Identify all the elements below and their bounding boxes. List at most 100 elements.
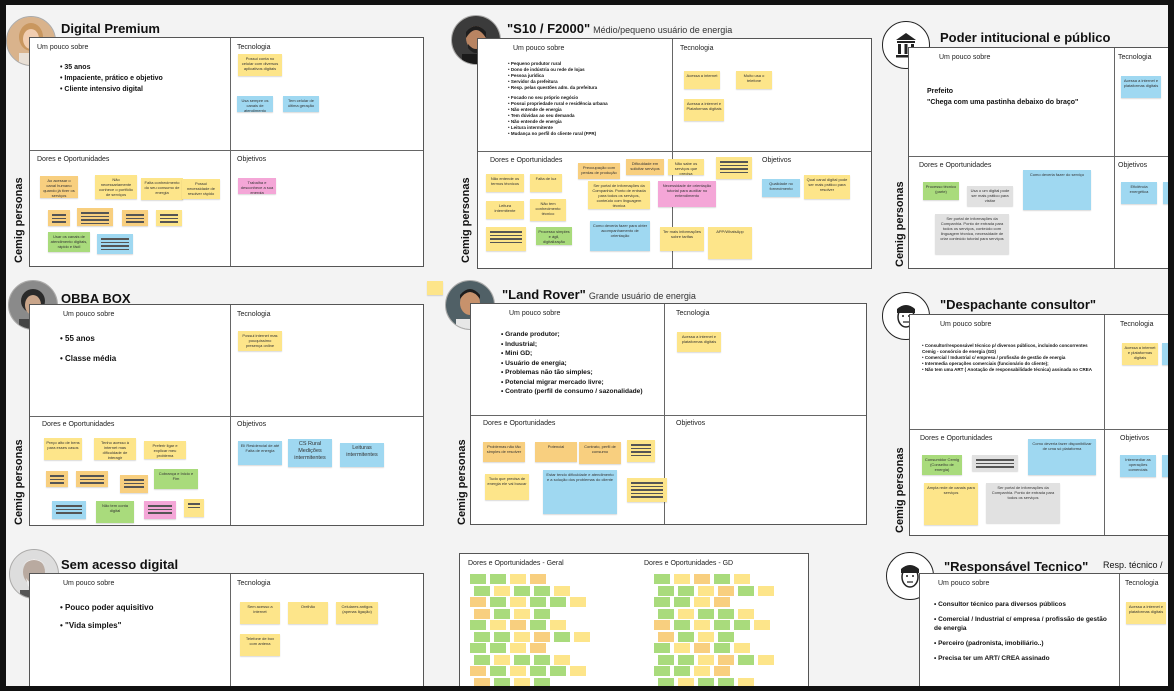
mini-sticky-note[interactable] xyxy=(530,574,546,584)
sticky-note[interactable]: Tenho acesso à internet mas dificuldade … xyxy=(94,438,136,460)
mini-sticky-note[interactable] xyxy=(658,654,674,665)
sticky-note[interactable]: Trabalha e desconhece a sua energia xyxy=(238,178,276,194)
sticky-note[interactable] xyxy=(48,210,70,226)
mini-sticky-note[interactable] xyxy=(694,620,710,630)
sticky-note[interactable]: Estar tendo dificuldade e atendimento e … xyxy=(543,470,617,514)
sticky-note[interactable]: Falta conhecimento do seu consumo de ene… xyxy=(141,178,183,200)
mini-sticky-note[interactable] xyxy=(474,608,490,619)
mini-sticky-note[interactable] xyxy=(550,620,566,630)
sticky-note[interactable]: Orelhão xyxy=(288,602,328,624)
sticky-note[interactable]: Acessa a internet e plataformas digitais xyxy=(1126,602,1166,624)
sticky-note[interactable]: Não tem conhecimento técnico xyxy=(530,199,566,221)
sticky-note[interactable]: Usa sempre os canais de atendimento xyxy=(237,96,273,112)
sticky-note[interactable]: Ao acessar o canal humano quando já tive… xyxy=(40,176,78,198)
mini-sticky-note[interactable] xyxy=(698,654,714,665)
mini-sticky-note[interactable] xyxy=(470,643,486,653)
sticky-note[interactable]: Ser portal de informações da Companhia. … xyxy=(986,483,1060,523)
mini-sticky-note[interactable] xyxy=(674,643,690,653)
sticky-note[interactable] xyxy=(972,455,1018,471)
sticky-note[interactable] xyxy=(716,157,752,179)
sticky-note[interactable]: Tudo que precisa de energia ele vai busc… xyxy=(485,474,529,500)
sticky-note[interactable]: Celulares antigos (apenas ligação) xyxy=(336,602,378,624)
mini-sticky-note[interactable] xyxy=(738,654,754,665)
mini-sticky-note[interactable] xyxy=(678,608,694,619)
sticky-note[interactable] xyxy=(120,475,148,493)
mini-sticky-note[interactable] xyxy=(734,574,750,584)
sticky-note[interactable]: Cobrança e Inicio e Fim xyxy=(154,469,198,489)
sticky-note[interactable] xyxy=(486,227,526,251)
sticky-note[interactable] xyxy=(1162,343,1168,365)
mini-sticky-note[interactable] xyxy=(678,585,694,596)
mini-sticky-note[interactable] xyxy=(714,597,730,607)
sticky-note[interactable]: Processo técnico (parte) xyxy=(923,182,959,200)
mini-sticky-note[interactable] xyxy=(658,585,674,596)
sticky-note[interactable]: Sem acesso a internet xyxy=(240,602,280,624)
sticky-note[interactable]: Necessidade de orientação tutorial para … xyxy=(658,181,716,207)
mini-sticky-note[interactable] xyxy=(654,597,670,607)
mini-sticky-note[interactable] xyxy=(530,597,546,607)
sticky-note[interactable]: Possui internet mas pouquíssimo presença… xyxy=(238,331,282,351)
sticky-note[interactable] xyxy=(46,471,68,487)
mini-sticky-note[interactable] xyxy=(530,666,546,676)
sticky-note[interactable]: Como deveria fazer do serviço xyxy=(1023,170,1091,210)
sticky-note[interactable]: Tem celular de última geração xyxy=(283,96,319,112)
mini-sticky-note[interactable] xyxy=(470,620,486,630)
mini-sticky-note[interactable] xyxy=(718,608,734,619)
mini-sticky-note[interactable] xyxy=(654,666,670,676)
mini-sticky-note[interactable] xyxy=(694,643,710,653)
mini-sticky-note[interactable] xyxy=(514,631,530,642)
mini-sticky-note[interactable] xyxy=(570,666,586,676)
sticky-note[interactable]: Telefone de box com antena xyxy=(240,634,280,656)
sticky-note[interactable] xyxy=(1162,455,1168,477)
sticky-note[interactable]: Ampla rede de canais para serviços xyxy=(924,483,978,525)
mini-sticky-note[interactable] xyxy=(510,620,526,630)
mini-sticky-note[interactable] xyxy=(678,631,694,642)
mini-sticky-note[interactable] xyxy=(698,608,714,619)
mini-sticky-note[interactable] xyxy=(758,585,774,596)
mini-sticky-note[interactable] xyxy=(738,677,754,686)
mini-sticky-note[interactable] xyxy=(738,608,754,619)
sticky-note[interactable]: Acessa a internet e Plataformas digitais xyxy=(684,99,724,121)
sticky-note[interactable]: APP/WhatsApp xyxy=(708,227,752,259)
sticky-note[interactable]: Usar os canais de atendimento digitais, … xyxy=(48,232,90,252)
mini-sticky-note[interactable] xyxy=(654,620,670,630)
mini-sticky-note[interactable] xyxy=(514,654,530,665)
sticky-note[interactable] xyxy=(122,210,148,226)
sticky-note[interactable]: Preocupação com perdas de produção xyxy=(578,163,620,179)
sticky-note[interactable]: Acessa a internet xyxy=(684,71,720,89)
mini-sticky-note[interactable] xyxy=(674,620,690,630)
mini-sticky-note[interactable] xyxy=(514,585,530,596)
mini-sticky-note[interactable] xyxy=(510,574,526,584)
mini-sticky-note[interactable] xyxy=(494,677,510,686)
sticky-note[interactable]: Usa o um digital pode ser mais prático p… xyxy=(967,186,1013,206)
mini-sticky-note[interactable] xyxy=(718,654,734,665)
mini-sticky-note[interactable] xyxy=(510,666,526,676)
sticky-note[interactable]: Acessa a internet e plataformas digitais xyxy=(1122,343,1158,365)
mini-sticky-note[interactable] xyxy=(554,631,570,642)
mini-sticky-note[interactable] xyxy=(494,608,510,619)
sticky-note[interactable]: Acessa a internet e plataformas digitais xyxy=(1121,76,1161,98)
mini-sticky-note[interactable] xyxy=(534,631,550,642)
sticky-note[interactable]: Preço alto de bens para esses casos xyxy=(44,438,82,460)
mini-sticky-note[interactable] xyxy=(674,597,690,607)
mini-sticky-note[interactable] xyxy=(654,643,670,653)
mini-sticky-note[interactable] xyxy=(714,620,730,630)
sticky-note[interactable]: Problemas não tão simples de resolver xyxy=(483,442,525,462)
mini-sticky-note[interactable] xyxy=(490,620,506,630)
mini-sticky-note[interactable] xyxy=(490,643,506,653)
mini-sticky-note[interactable] xyxy=(658,677,674,686)
mini-sticky-note[interactable] xyxy=(514,677,530,686)
mini-sticky-note[interactable] xyxy=(554,585,570,596)
mini-sticky-note[interactable] xyxy=(494,654,510,665)
sticky-note[interactable]: Não necessariamente conhece o portfólio … xyxy=(95,175,137,199)
sticky-note[interactable] xyxy=(427,281,443,295)
mini-sticky-note[interactable] xyxy=(470,574,486,584)
mini-sticky-note[interactable] xyxy=(658,608,674,619)
mini-sticky-note[interactable] xyxy=(550,666,566,676)
mini-sticky-note[interactable] xyxy=(494,631,510,642)
sticky-note[interactable]: Leituras intermitentes xyxy=(340,443,384,467)
sticky-note[interactable]: Contrato, perfil de consumo xyxy=(579,442,621,464)
mini-sticky-note[interactable] xyxy=(734,643,750,653)
mini-sticky-note[interactable] xyxy=(530,643,546,653)
sticky-note[interactable]: Acessa a internet e plataformas digitais xyxy=(677,332,721,352)
